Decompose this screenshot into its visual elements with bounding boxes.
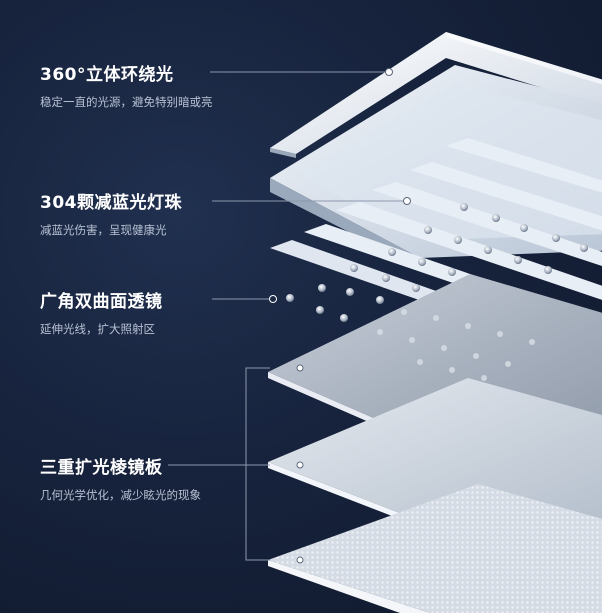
dotted-board-layer: [268, 484, 602, 613]
leader-dot-prism-middle: [296, 461, 304, 469]
feature-desc: 稳定一直的光源，避免特别暗或亮: [40, 95, 213, 109]
leader-line-prism-lower: [245, 465, 270, 561]
feature-title: 360°立体环绕光: [40, 65, 174, 85]
feature-block-surround-light: 360°立体环绕光 稳定一直的光源，避免特别暗或亮: [40, 60, 213, 110]
feature-title: 三重扩光棱镜板: [40, 458, 163, 478]
leader-dots: [269, 68, 411, 564]
leader-dot-frame: [385, 68, 393, 76]
leader-line-prism-upper: [168, 367, 270, 466]
feature-title: 304颗减蓝光灯珠: [40, 193, 182, 213]
feature-desc: 减蓝光伤害，呈现健康光: [40, 223, 167, 237]
frame-layer: [270, 32, 602, 158]
leader-dot-led: [403, 197, 411, 205]
feature-block-led-beads: 304颗减蓝光灯珠 减蓝光伤害，呈现健康光: [40, 188, 182, 238]
feature-desc: 延伸光线，扩大照射区: [40, 322, 155, 336]
feature-desc: 几何光学优化，减少眩光的现象: [40, 488, 201, 502]
feature-block-prism-plate: 三重扩光棱镜板 几何光学优化，减少眩光的现象: [40, 453, 201, 503]
feature-block-lens: 广角双曲面透镜 延伸光线，扩大照射区: [40, 287, 163, 337]
leader-dot-prism-lower: [296, 556, 304, 564]
leader-lines: [168, 71, 404, 561]
leader-dot-lens: [269, 295, 277, 303]
leader-dot-prism-upper: [296, 364, 304, 372]
prism-plate-layer: [268, 378, 602, 530]
feature-title: 广角双曲面透镜: [40, 292, 163, 312]
